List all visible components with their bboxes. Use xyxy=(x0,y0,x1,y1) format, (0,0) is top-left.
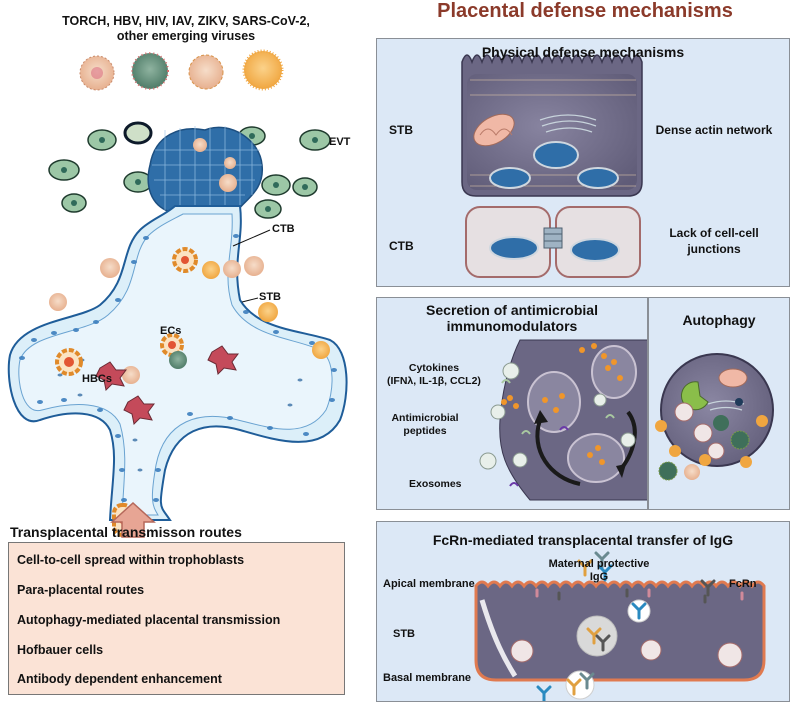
exosomes-label: Exosomes xyxy=(409,478,462,490)
peptides-line1: Antimicrobial xyxy=(391,412,459,424)
peptides-line2: peptides xyxy=(403,425,447,437)
fcrn-illustration xyxy=(474,551,766,702)
physical-ctb-desc-line1: Lack of cell-cell xyxy=(669,226,759,240)
ctb-label: CTB xyxy=(272,223,295,235)
route-item: Antibody dependent enhancement xyxy=(17,672,222,686)
cytokines-label: Cytokines (IFNλ, IL-1β, CCL2) xyxy=(387,362,481,388)
maternal-line1: Maternal protective xyxy=(548,558,650,570)
cytokines-line1: Cytokines xyxy=(408,362,460,374)
fcrn-panel: FcRn-mediated transplacental transfer of… xyxy=(376,521,790,702)
evt-label: EVT xyxy=(329,136,351,148)
main-title: Placental defense mechanisms xyxy=(437,0,733,22)
stb-cell-illustration xyxy=(461,54,643,197)
stb-label: STB xyxy=(259,291,281,303)
outside-viruses xyxy=(49,174,330,359)
virus-icon xyxy=(188,54,224,90)
virus-row xyxy=(79,49,284,91)
hbcs-label: HBCs xyxy=(82,373,112,385)
physical-ctb-desc: Lack of cell-cell junctions xyxy=(649,225,779,257)
upward-arrow-icon xyxy=(110,501,156,538)
maternal-line2: IgG xyxy=(589,571,609,583)
autophagy-cell-illustration xyxy=(655,353,774,481)
cell-column xyxy=(147,126,263,213)
autophagy-panel: Autophagy xyxy=(648,297,790,510)
physical-ctb-label: CTB xyxy=(389,239,414,253)
secretion-panel: Secretion of antimicrobial immunomodulat… xyxy=(376,297,648,510)
physical-stb-label: STB xyxy=(389,123,413,137)
virus-title: TORCH, HBV, HIV, IAV, ZIKV, SARS-CoV-2, … xyxy=(36,14,336,44)
virus-title-line2: other emerging viruses xyxy=(116,29,256,43)
secretion-illustration xyxy=(479,339,649,501)
ctb-cells-illustration xyxy=(465,206,641,278)
physical-panel: Physical defense mechanisms STB Dense ac… xyxy=(376,38,790,287)
cytokines-line2: (IFNλ, IL-1β, CCL2) xyxy=(387,375,481,387)
maternal-igg-label: Maternal protective IgG xyxy=(529,558,669,584)
peptides-label: Antimicrobial peptides xyxy=(387,412,463,438)
virus-icon xyxy=(242,49,284,91)
ecs-label: ECs xyxy=(160,325,182,337)
basal-membrane-label: Basal membrane xyxy=(383,672,472,684)
route-item: Hofbauer cells xyxy=(17,643,104,657)
secretion-title-line2: immunomodulators xyxy=(446,318,578,334)
route-item: Cell-to-cell spread within trophoblasts xyxy=(17,553,245,567)
virus-icon xyxy=(131,52,169,90)
secretion-title-line1: Secretion of antimicrobial xyxy=(426,302,598,318)
fcrn-stb-label: STB xyxy=(393,628,415,640)
routes-title: Transplacental transmisson routes xyxy=(10,524,242,540)
apical-membrane-label: Apical membrane xyxy=(383,578,475,590)
fcrn-title: FcRn-mediated transplacental transfer of… xyxy=(432,532,734,548)
route-item: Para-placental routes xyxy=(17,583,145,597)
secretion-title: Secretion of antimicrobial immunomodulat… xyxy=(377,302,647,334)
physical-stb-desc: Dense actin network xyxy=(655,123,773,137)
physical-ctb-desc-line2: junctions xyxy=(687,242,741,256)
physical-title: Physical defense mechanisms xyxy=(481,44,685,60)
routes-box: Cell-to-cell spread within trophoblasts … xyxy=(8,542,345,695)
connector-lines xyxy=(232,229,271,303)
fcrn-label: FcRn xyxy=(729,578,757,590)
route-item: Autophagy-mediated placental transmissio… xyxy=(17,613,281,627)
virus-title-line1: TORCH, HBV, HIV, IAV, ZIKV, SARS-CoV-2, xyxy=(62,14,310,28)
autophagy-title: Autophagy xyxy=(682,312,756,328)
